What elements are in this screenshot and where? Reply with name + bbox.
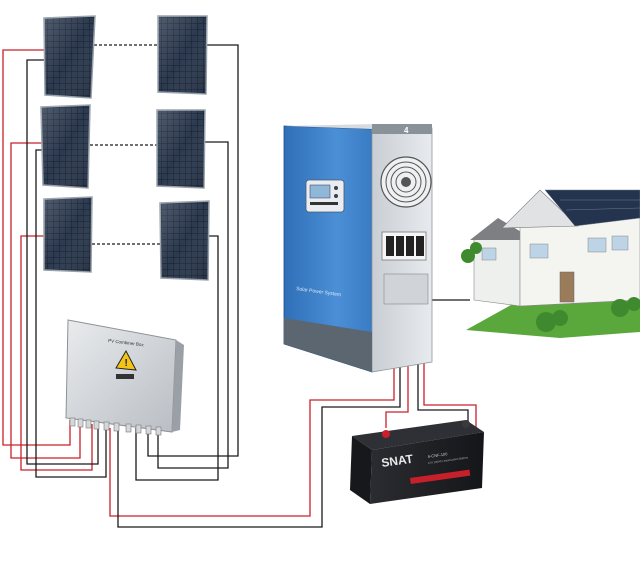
wire-combiner-to-inverter-pos <box>109 280 395 517</box>
solar-panel-icon <box>43 15 96 99</box>
solar-panel-icon <box>157 15 208 95</box>
window <box>481 247 497 261</box>
solar-panel-icon <box>156 109 206 189</box>
combiner-box-plate <box>116 374 134 379</box>
wiring <box>2 44 477 528</box>
battery-warning-strip <box>410 469 471 484</box>
house-gable <box>501 189 579 229</box>
house-left-roof <box>470 218 528 240</box>
wire-positive-string2 <box>10 142 81 459</box>
inverter: 4 Solar Power System <box>283 124 433 373</box>
cable-glands <box>69 417 162 436</box>
house-icon <box>461 189 640 338</box>
fan-grille-icon <box>380 156 432 208</box>
wire-negative-string3 <box>135 235 219 481</box>
combiner-box-title: PV Combiner Box <box>108 338 145 347</box>
solar-panel-icon <box>40 104 91 189</box>
svg-text:!: ! <box>125 358 128 369</box>
wire-negative-string2 <box>157 141 229 469</box>
battery-spec: 12V 100Ah Lead-Carbon Battery <box>428 455 469 465</box>
wire-negative-left1 <box>26 59 99 465</box>
terminal-block <box>383 273 429 305</box>
garden-bushes <box>461 242 640 332</box>
battery-model: 6-CNF-100 <box>427 451 448 459</box>
solar-panel-icon <box>159 200 210 281</box>
lcd-display-icon <box>305 179 345 213</box>
solar-panel-icon <box>43 196 93 273</box>
battery-terminal-neg <box>462 420 470 428</box>
combiner-box: PV Combiner Box ! <box>65 319 184 436</box>
solar-array <box>40 15 210 281</box>
battery-terminal-pos <box>382 430 390 438</box>
inverter-top-bar <box>372 124 432 134</box>
warning-triangle-icon: ! <box>115 349 137 371</box>
window <box>587 237 607 253</box>
door <box>559 271 575 303</box>
battery-icon: SNAT 6-CNF-100 12V 100Ah Lead-Carbon Bat… <box>350 420 484 504</box>
wire-negative-left2 <box>35 149 107 478</box>
inverter-badge: 4 <box>404 126 409 135</box>
wire-combiner-to-inverter-neg <box>117 280 401 528</box>
wire-negative-string1 <box>147 44 239 457</box>
window <box>529 243 549 259</box>
breaker-panel <box>381 231 427 261</box>
roof-solar-panels <box>544 189 640 227</box>
battery-brand: SNAT <box>380 452 414 470</box>
wire-positive-string1 <box>2 49 71 446</box>
wire-positive-string3 <box>20 235 93 471</box>
house-left-wing <box>473 231 521 307</box>
window <box>611 235 629 251</box>
